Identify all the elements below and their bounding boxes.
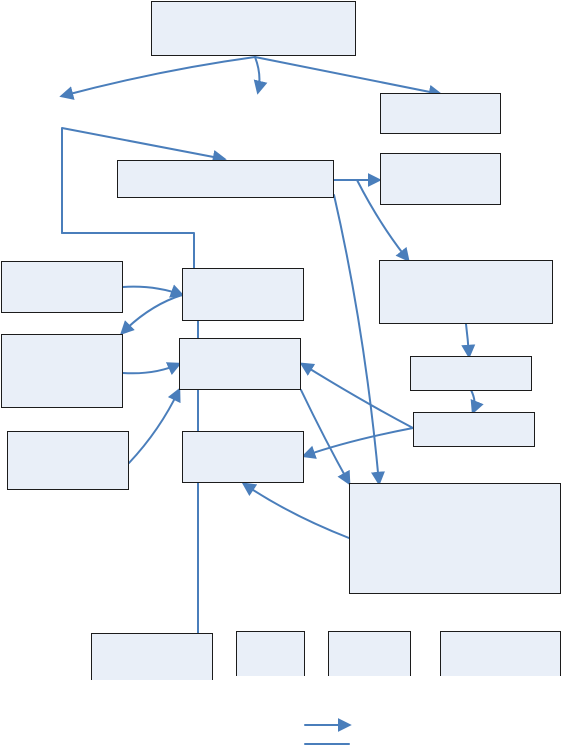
box-right-large	[379, 260, 553, 324]
box-center-1	[182, 268, 304, 321]
arrow-small-2-to-center-2	[299, 362, 414, 429]
arrow-center-wide-to-bottom-right-large	[333, 194, 385, 486]
arrow-small-2-to-center-3	[301, 427, 414, 459]
box-right-small-2	[413, 412, 535, 447]
box-right-second	[380, 153, 501, 205]
box-bottom-4	[440, 631, 561, 676]
arrow-bottom-right-large-to-center-3	[241, 482, 350, 539]
box-left-3	[7, 431, 129, 490]
arrow-root-to-middle	[253, 56, 268, 95]
arrow-center-1-to-left-2	[120, 294, 183, 335]
arrow-center-2-to-bottom-right-large	[300, 389, 351, 486]
box-left-2	[1, 334, 123, 408]
arrow-root-to-left	[59, 56, 256, 100]
box-center-3	[182, 431, 304, 483]
box-bottom-right-large	[349, 483, 561, 594]
box-right-small-1	[410, 356, 532, 391]
box-center-wide	[117, 160, 334, 198]
arrow-left-1-to-center-1	[122, 284, 185, 298]
box-bottom-3	[328, 631, 411, 676]
arrow-left-2-to-center-2	[122, 362, 182, 376]
arrow-left-3-to-center-2	[128, 387, 181, 464]
box-bottom-1	[91, 633, 213, 680]
box-center-2	[179, 338, 301, 390]
box-right-upper	[380, 93, 501, 134]
box-bottom-2	[236, 631, 305, 676]
box-top-root	[151, 1, 356, 56]
arrow-root-to-right-upper	[254, 56, 443, 99]
box-left-1	[1, 261, 123, 313]
arrow-right-large-to-small-1	[461, 323, 476, 359]
arrow-small-1-to-small-2	[470, 389, 484, 415]
